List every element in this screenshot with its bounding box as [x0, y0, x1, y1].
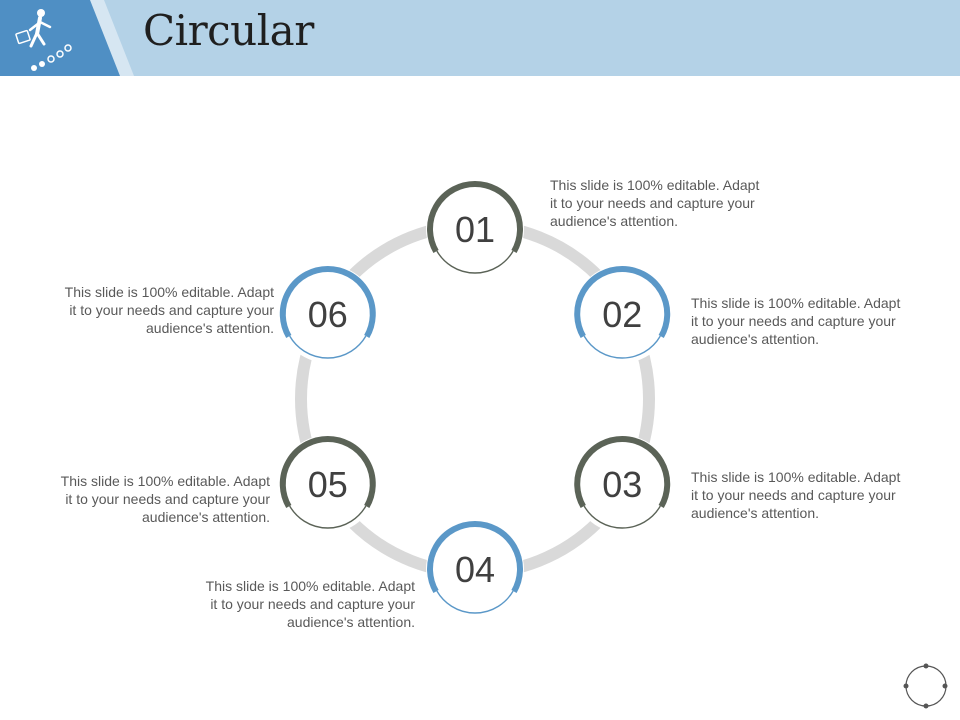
businessman-climbing-steps-icon	[15, 9, 72, 71]
node-number-06: 06	[308, 294, 348, 335]
node-number-03: 03	[602, 464, 642, 505]
node-number-01: 01	[455, 209, 495, 250]
nodes-layer: 01 02 03 04 05 06	[278, 180, 672, 618]
node-ring-arc	[574, 436, 671, 508]
cycle-node-03: 03	[573, 435, 672, 533]
node-background	[278, 265, 377, 363]
node-ring-base	[436, 250, 514, 274]
node-ring-base	[583, 505, 661, 529]
node-ring-arc	[574, 266, 671, 338]
node-background	[573, 265, 672, 363]
node-background	[573, 435, 672, 533]
cycle-node-04: 04	[426, 520, 524, 618]
node-background	[426, 180, 524, 278]
cycle-node-01: 01	[426, 180, 524, 278]
slide-title: Circular	[143, 6, 314, 55]
cycle-node-05: 05	[278, 435, 377, 533]
cycle-node-06: 06	[278, 265, 377, 363]
node-background	[426, 520, 524, 618]
node-background	[278, 435, 377, 533]
node-ring-arc	[279, 436, 376, 508]
node-ring-arc	[427, 521, 523, 593]
node-ring-base	[583, 335, 661, 359]
node-ring-base	[436, 590, 514, 614]
node-ring-arc	[427, 181, 523, 253]
header-logo-panel	[0, 0, 120, 76]
circle-with-nodes-icon	[903, 663, 948, 709]
cycle-node-02: 02	[573, 265, 672, 363]
node-number-04: 04	[455, 549, 495, 590]
node-ring-base	[289, 505, 367, 529]
node-number-05: 05	[308, 464, 348, 505]
header-bar: Circular	[0, 0, 960, 76]
header-accent-stripe	[88, 0, 134, 76]
header-band	[0, 0, 960, 76]
node-ring-base	[289, 335, 367, 359]
node-ring-arc	[279, 266, 376, 338]
node-number-02: 02	[602, 294, 642, 335]
header-background	[0, 0, 960, 76]
